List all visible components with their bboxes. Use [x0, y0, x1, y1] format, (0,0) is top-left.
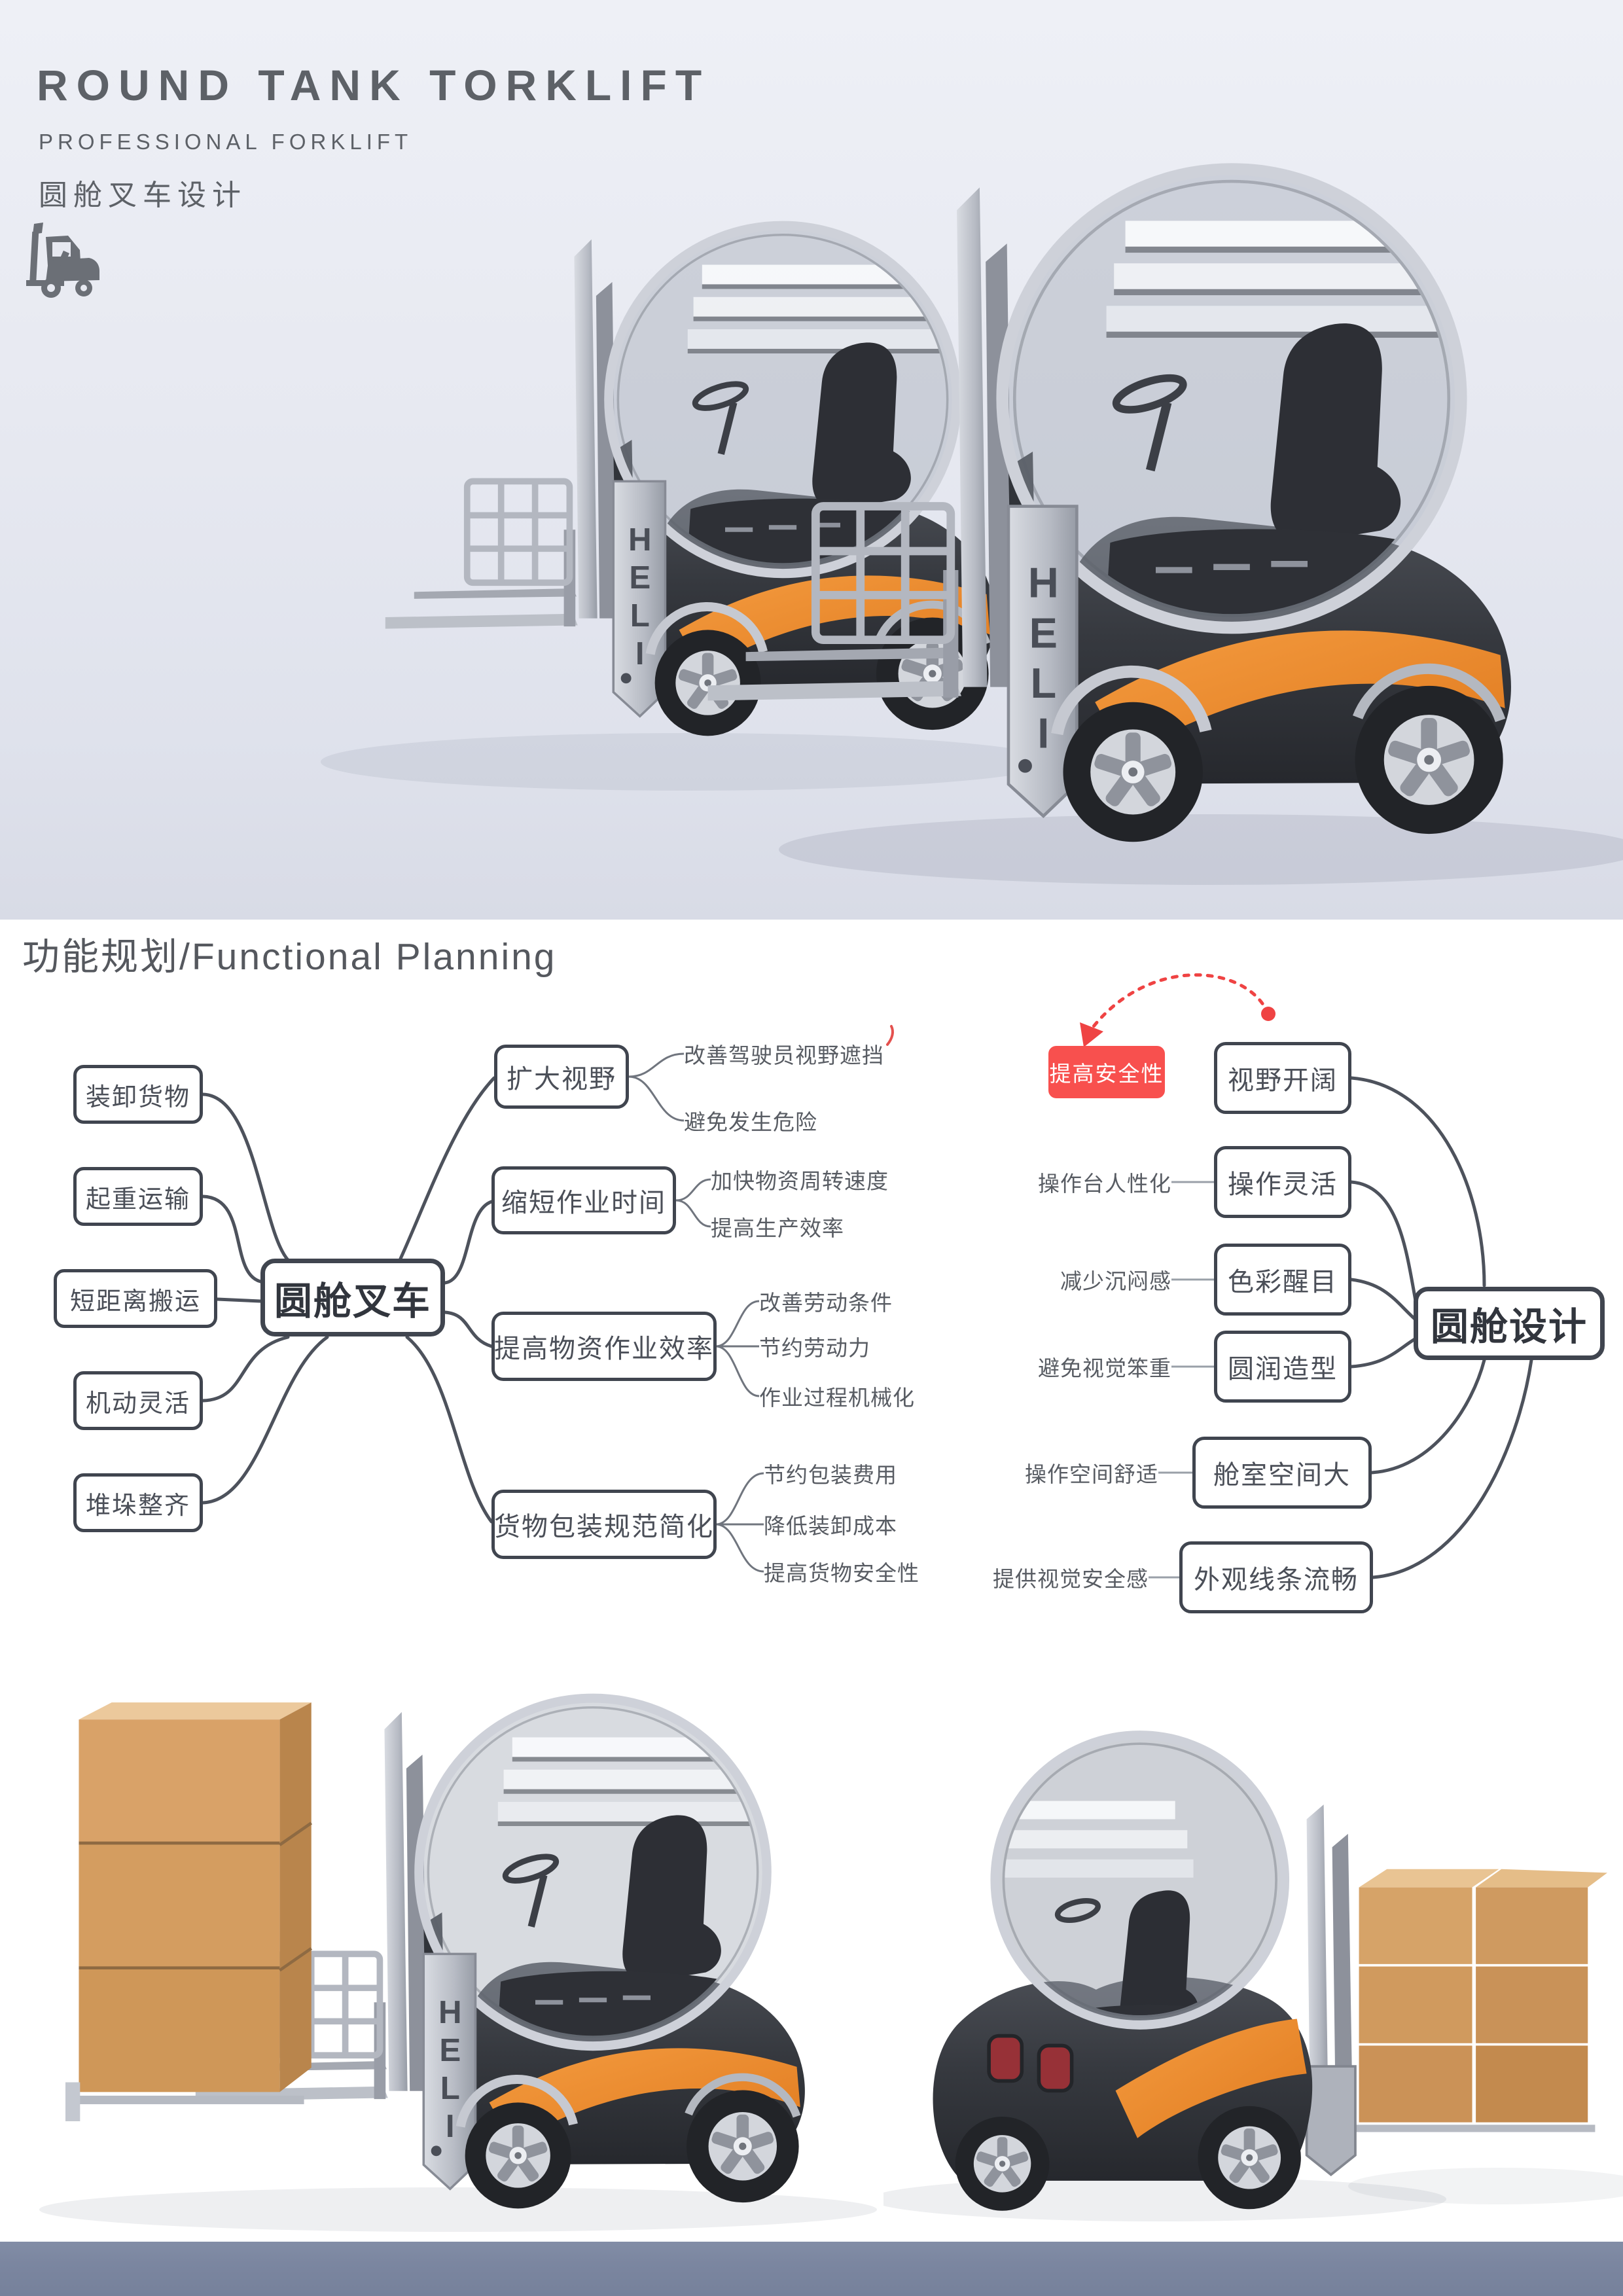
mm-label: 圆润造型: [1228, 1355, 1338, 1384]
mm-right-center-node: 圆舱设计: [1414, 1287, 1605, 1360]
mm-right-branch-cabin-space: 舱室空间大: [1192, 1437, 1372, 1509]
mm-right-branch-flexible: 操作灵活: [1214, 1146, 1351, 1218]
mm-label: 短距离搬运: [69, 1287, 201, 1316]
hero-render: [321, 85, 1623, 885]
mm-label: 起重运输: [85, 1185, 190, 1213]
mm-label: 堆垛整齐: [85, 1492, 190, 1520]
mm-note: 操作台人性化: [1038, 1172, 1171, 1196]
mm-left-center-node: 圆舱叉车: [260, 1259, 445, 1336]
poster-title: ROUND TANK TORKLIFT: [37, 61, 711, 109]
mm-child: 节约劳动力: [759, 1336, 870, 1360]
mm-right-branch-color: 色彩醒目: [1214, 1244, 1351, 1316]
red-tick-mark: [886, 1025, 894, 1046]
mm-label: 操作灵活: [1228, 1170, 1338, 1199]
mm-label: 视野开阔: [1228, 1066, 1338, 1095]
mm-child: 节约包装费用: [764, 1463, 897, 1487]
mm-right-branch-open-view: 视野开阔: [1214, 1042, 1351, 1114]
poster-subtitle: PROFESSIONAL FORKLIFT: [39, 130, 413, 154]
mm-label: 提高安全性: [1049, 1062, 1164, 1086]
mm-branch-efficiency: 提高物资作业效率: [491, 1312, 717, 1381]
mm-right-branch-rounded: 圆润造型: [1214, 1331, 1351, 1403]
mm-label: 外观线条流畅: [1194, 1566, 1359, 1594]
forklift-rear-view: [933, 1735, 1607, 2211]
mm-left-leaf-lifting: 起重运输: [73, 1167, 203, 1226]
mm-child: 作业过程机械化: [759, 1386, 915, 1410]
bottom-left-render: [39, 1656, 877, 2232]
mm-label: 缩短作业时间: [501, 1189, 666, 1217]
mm-label: 色彩醒目: [1228, 1268, 1338, 1297]
mm-label: 圆舱叉车: [274, 1280, 431, 1323]
mm-note: 操作空间舒适: [1025, 1462, 1158, 1486]
footer-bar: [0, 2242, 1623, 2296]
mm-child: 改善劳动条件: [759, 1291, 893, 1315]
section-heading: 功能规划/Functional Planning: [22, 936, 557, 978]
mm-highlight-safety: 提高安全性: [1048, 1046, 1165, 1098]
mm-left-leaf-short-haul: 短距离搬运: [54, 1269, 217, 1328]
mm-child: 加快物资周转速度: [711, 1169, 889, 1193]
mm-note: 避免视觉笨重: [1038, 1356, 1171, 1380]
safety-highlight-arrow: [1080, 973, 1275, 1047]
hero-forklift-rear: [385, 226, 995, 736]
poster-subtitle-cn: 圆舱叉车设计: [39, 179, 247, 211]
mm-label: 货物包装规范简化: [494, 1513, 714, 1541]
mm-left-leaf-agile: 机动灵活: [73, 1371, 203, 1430]
mm-right-branch-smooth-lines: 外观线条流畅: [1179, 1541, 1373, 1613]
mm-left-leaf-stacking: 堆垛整齐: [73, 1473, 203, 1532]
cardboard-box-stack: [65, 1702, 312, 2121]
mm-label: 提高物资作业效率: [494, 1335, 714, 1363]
mm-branch-shorter-time: 缩短作业时间: [491, 1166, 676, 1234]
mm-note: 提供视觉安全感: [993, 1567, 1149, 1591]
mm-branch-wider-view: 扩大视野: [494, 1045, 629, 1109]
mm-child: 避免发生危险: [684, 1110, 817, 1134]
mm-note: 减少沉闷感: [1060, 1269, 1171, 1293]
mm-child: 改善驾驶员视野遮挡: [684, 1043, 884, 1067]
mm-label: 扩大视野: [507, 1065, 616, 1094]
mm-label: 圆舱设计: [1430, 1306, 1588, 1348]
mindmap-connectors: [201, 973, 1533, 1579]
mm-child: 降低装卸成本: [764, 1514, 897, 1538]
mm-label: 装卸货物: [85, 1083, 190, 1111]
mm-label: 舱室空间大: [1213, 1461, 1351, 1490]
mm-child: 提高生产效率: [711, 1216, 844, 1240]
mm-left-leaf-load-unload: 装卸货物: [73, 1065, 203, 1124]
forklift-icon: [26, 223, 99, 298]
hero-section: ROUND TANK TORKLIFT PROFESSIONAL FORKLIF…: [0, 0, 1623, 920]
mm-branch-packaging: 货物包装规范简化: [491, 1490, 717, 1559]
mm-child: 提高货物安全性: [764, 1561, 919, 1585]
bottom-right-render: [883, 1676, 1623, 2221]
mm-label: 机动灵活: [85, 1390, 190, 1418]
